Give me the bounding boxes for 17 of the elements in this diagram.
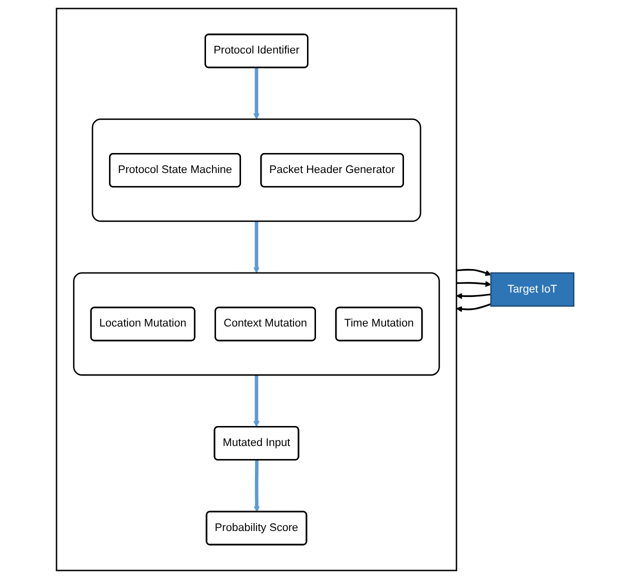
process-box: Packet Header Generator xyxy=(260,152,404,188)
process-box: Protocol State Machine xyxy=(109,152,242,188)
arrow xyxy=(456,293,492,300)
arrow xyxy=(456,268,492,276)
arrow xyxy=(254,375,260,427)
process-box: Time Mutation xyxy=(336,306,424,342)
arrow xyxy=(456,303,492,312)
process-box: Context Mutation xyxy=(215,306,316,342)
arrow xyxy=(254,460,260,512)
process-box: Target IoT xyxy=(490,272,575,307)
process-box: Location Mutation xyxy=(90,306,196,342)
process-box: Protocol Identifier xyxy=(204,34,309,68)
arrow xyxy=(254,221,260,274)
arrow xyxy=(254,67,260,120)
process-box: Mutated Input xyxy=(214,426,300,460)
process-box: Probability Score xyxy=(206,510,308,546)
arrow xyxy=(456,280,492,287)
